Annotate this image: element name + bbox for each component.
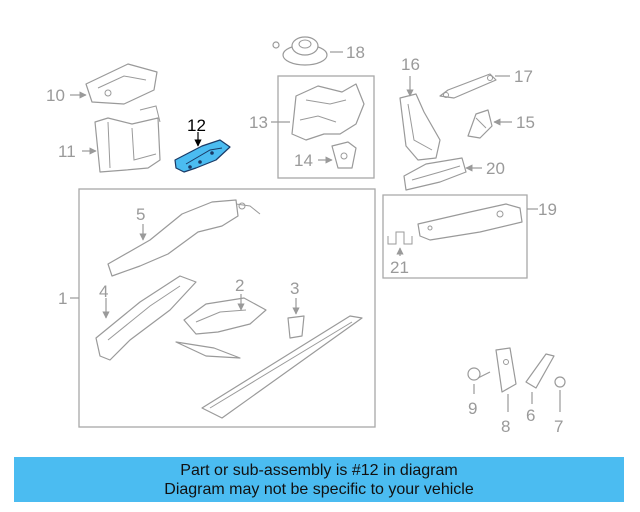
callout-6: 6	[526, 406, 535, 425]
part-14[interactable]	[331, 141, 357, 169]
part-21[interactable]	[387, 231, 413, 245]
part-13[interactable]	[291, 83, 365, 141]
group-1-frame	[78, 188, 376, 428]
part-9[interactable]	[467, 367, 491, 381]
callout-13: 13	[249, 113, 268, 132]
group-13-frame	[277, 75, 375, 179]
callout-21: 21	[390, 258, 409, 277]
part-6[interactable]	[525, 353, 555, 389]
callout-10: 10	[46, 86, 65, 105]
group-19-frame	[382, 194, 528, 279]
callout-19: 19	[538, 200, 557, 219]
callout-18: 18	[346, 43, 365, 62]
part-11[interactable]	[94, 105, 161, 173]
callout-9: 9	[468, 399, 477, 418]
callout-14: 14	[294, 151, 313, 170]
callout-7: 7	[554, 417, 563, 436]
callout-2: 2	[235, 276, 244, 295]
part-12-highlighted[interactable]	[174, 139, 231, 173]
callout-4: 4	[99, 282, 108, 301]
part-18[interactable]	[272, 36, 343, 66]
caption-line-2: Diagram may not be specific to your vehi…	[164, 481, 474, 498]
callout-12: 12	[187, 116, 206, 135]
callout-15: 15	[516, 113, 535, 132]
caption-banner: Part or sub-assembly is #12 in diagram D…	[14, 457, 624, 502]
callout-8: 8	[501, 417, 510, 436]
part-20[interactable]	[403, 157, 467, 191]
caption-line-1: Part or sub-assembly is #12 in diagram	[180, 462, 458, 479]
part-19[interactable]	[417, 203, 523, 241]
part-2[interactable]	[175, 297, 267, 359]
part-4[interactable]	[95, 275, 197, 361]
part-15[interactable]	[467, 109, 493, 139]
callout-5: 5	[136, 205, 145, 224]
part-5[interactable]	[107, 199, 261, 277]
callout-1: 1	[58, 289, 67, 308]
part-17[interactable]	[439, 73, 497, 99]
part-8[interactable]	[495, 347, 517, 393]
callout-16: 16	[401, 55, 420, 74]
callout-3: 3	[290, 279, 299, 298]
callout-20: 20	[486, 159, 505, 178]
part-10[interactable]	[85, 63, 158, 105]
callout-17: 17	[514, 67, 533, 86]
part-7[interactable]	[554, 376, 566, 388]
part-3[interactable]	[287, 315, 305, 339]
callout-11: 11	[58, 142, 76, 161]
rocker-rail[interactable]	[201, 315, 363, 419]
part-16[interactable]	[399, 93, 441, 161]
